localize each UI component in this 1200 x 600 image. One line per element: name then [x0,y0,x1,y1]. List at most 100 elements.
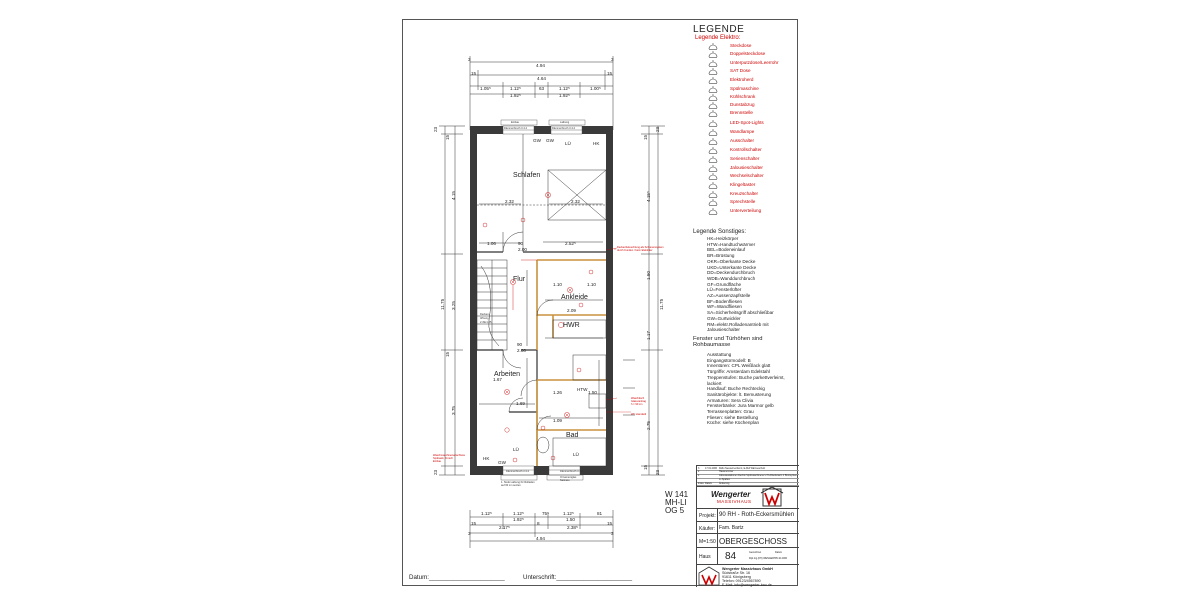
red-note-left-1: Waschmaschinenanschluss [433,454,465,457]
flush-box-icon [708,60,718,67]
dim-bottom-seg-3: 75⁵ [542,511,550,516]
dim-bottom-sub-1: 1.92⁵ [513,517,524,522]
dim-top-sub-1: 1.92⁵ [510,93,521,98]
red-note-bath-3: h = 90 cm [631,403,643,406]
dim-left-part-2: 3.25 [451,301,456,310]
legend-item: Doppelsteckdose [703,50,798,58]
dishwasher-icon [708,86,718,93]
buyer-value: Fam. Bartz [719,525,744,531]
legend-item: Kreuzschalter [703,190,798,198]
socket-icon [708,43,718,50]
dim-top-sub-2: 1.92⁵ [559,93,570,98]
label-lu-bottom-1: LÜ [513,447,519,452]
dim-inner-8: 1.10 [587,282,596,287]
date-signature-field: Datum:______________________ [409,574,505,581]
dim-inner-6: 2.52⁵ [565,241,576,246]
legend-equipment-item: Sanitärobjekte: lt. Bemusterung [707,391,772,397]
switch-icon [708,138,718,145]
dim-right-part-4: 2.75 [646,421,651,430]
legend-item-label: Jalousieschalter [730,165,763,170]
series-switch-icon [708,156,718,163]
company-line: Telefon: 09123/4567890 [722,579,761,583]
signature-field: Unterschrift:______________________ [523,574,633,581]
legend-item: Ausschalter [703,137,798,145]
frame-note-top-2: Laibung [560,121,570,124]
company-logo-icon [698,566,720,586]
dim-top-seg-4: 1.12⁵ [559,86,570,91]
stair-note-3: 2.49x1.25 [480,321,492,324]
dim-bottom-seg-2: 1.12⁵ [513,511,524,516]
dim-bottom-seg-4: 1.12⁵ [563,511,574,516]
legend-item: Spülmaschine [703,85,798,93]
legend-equipment-item: Küche: siehe Küchenplan [707,420,760,426]
brand-logo-icon [760,486,784,507]
extractor-icon [708,102,718,109]
stair-note-2: öffnung [480,317,489,320]
label-lu-top-1: LÜ [565,141,571,146]
legend-item-label: SAT Dose [730,68,751,73]
room-label-bad: Bad [566,432,579,439]
fridge-icon [708,94,718,101]
legend-equipment-item: Ausstattung [707,352,732,357]
legend-item: Brennstelle [703,109,798,117]
legend-item: Kühlschrank [703,93,798,101]
legend-misc-item: AZ=Aussenzapfstelle [707,293,751,299]
dim-right-small-2: 15 [643,134,648,140]
legend-item-label: Brennstelle [730,110,753,115]
legend-misc-item: BF=Bodenfliesen [707,298,743,304]
legend-item: Wandlampe [703,128,798,136]
frame-note-bottom-2: Dämmerbruch 3.4.4 [560,470,583,473]
dim-inner-9: 2.09 [567,308,576,313]
dim-inner-16: 90 [517,342,523,347]
dim-inner-17: 2.00 [517,348,526,353]
legend-misc-item: LÜ=Fensterlüfter [707,287,742,293]
dim-top-seg-1: 1.05⁵ [480,86,491,91]
dim-inner-15: 1.67 [493,377,502,382]
dim-inner-12: 1.26 [553,390,562,395]
dim-bottom-seg-5: 81 [597,511,603,516]
legend-item-label: Serienschalter [730,156,760,161]
dim-top-mark-right: 3 [611,57,614,62]
legend-item-label: Kreuzschalter [730,191,759,196]
legend-item-label: Kontrollschalter [730,147,762,152]
legend-equipment-item: lackiert [707,380,722,386]
dim-left-small-3: 15 [445,351,450,357]
legend-misc-item: WF=Wandfliesen [707,304,742,310]
scale-label: M=1:50 [699,539,716,545]
room-label-schlafen: Schlafen [513,172,541,179]
date-value: 05.10.2006 [775,557,787,560]
bottom-note-1a: 1. Stufe Laibung für Rolladen [501,481,535,484]
bell-button-icon [708,182,718,189]
legend-item-label: Unterverteilung [730,208,762,213]
legend-item: Steckdose [703,42,798,50]
dim-top-margin-left: 15 [471,71,477,76]
house-label: Haus [699,554,711,560]
legend-item: Kontrollschalter [703,146,798,154]
legend-equipment-item: Armaturen: Sera Clivia [707,397,754,403]
double-socket-icon [708,51,718,58]
dim-right-small-3: 15 [643,464,648,470]
red-note-left-2: Spülsack, Frosch [433,457,453,460]
dim-bottom-mark-1: 3 [468,531,471,536]
legend-item: Dunstabzug [703,101,798,109]
legend-item: Jalousieschalter [703,164,798,172]
revision-cell: Jalousiestationen Rechts Spülmaschinene … [719,474,798,478]
legend-misc-item: Jalousieschalter [707,327,740,333]
drawing-sheet: Schlafen Flur Ankleide HWR Arbeiten Bad … [402,19,799,588]
dim-bottom-row3-1: 2.17⁵ [499,525,510,530]
legend-item: Unterverteilung [703,207,798,215]
plan-id: W 141 MH-LI OG 5 [665,491,688,515]
company-line: E-Mail: info@wengerter-bau.de [722,583,772,587]
label-hk-top-1: HK [593,141,600,146]
dim-right-small-4: 23 [655,469,660,475]
buyer-row: Käufer: Fam. Bartz [697,521,799,534]
label-gw-top-2: GW [546,138,554,143]
legend-item: Sprechstelle [703,198,798,206]
legend-misc-item: DD=Deckendurchbruch [707,270,755,276]
room-label-flur: Flur [513,276,526,283]
